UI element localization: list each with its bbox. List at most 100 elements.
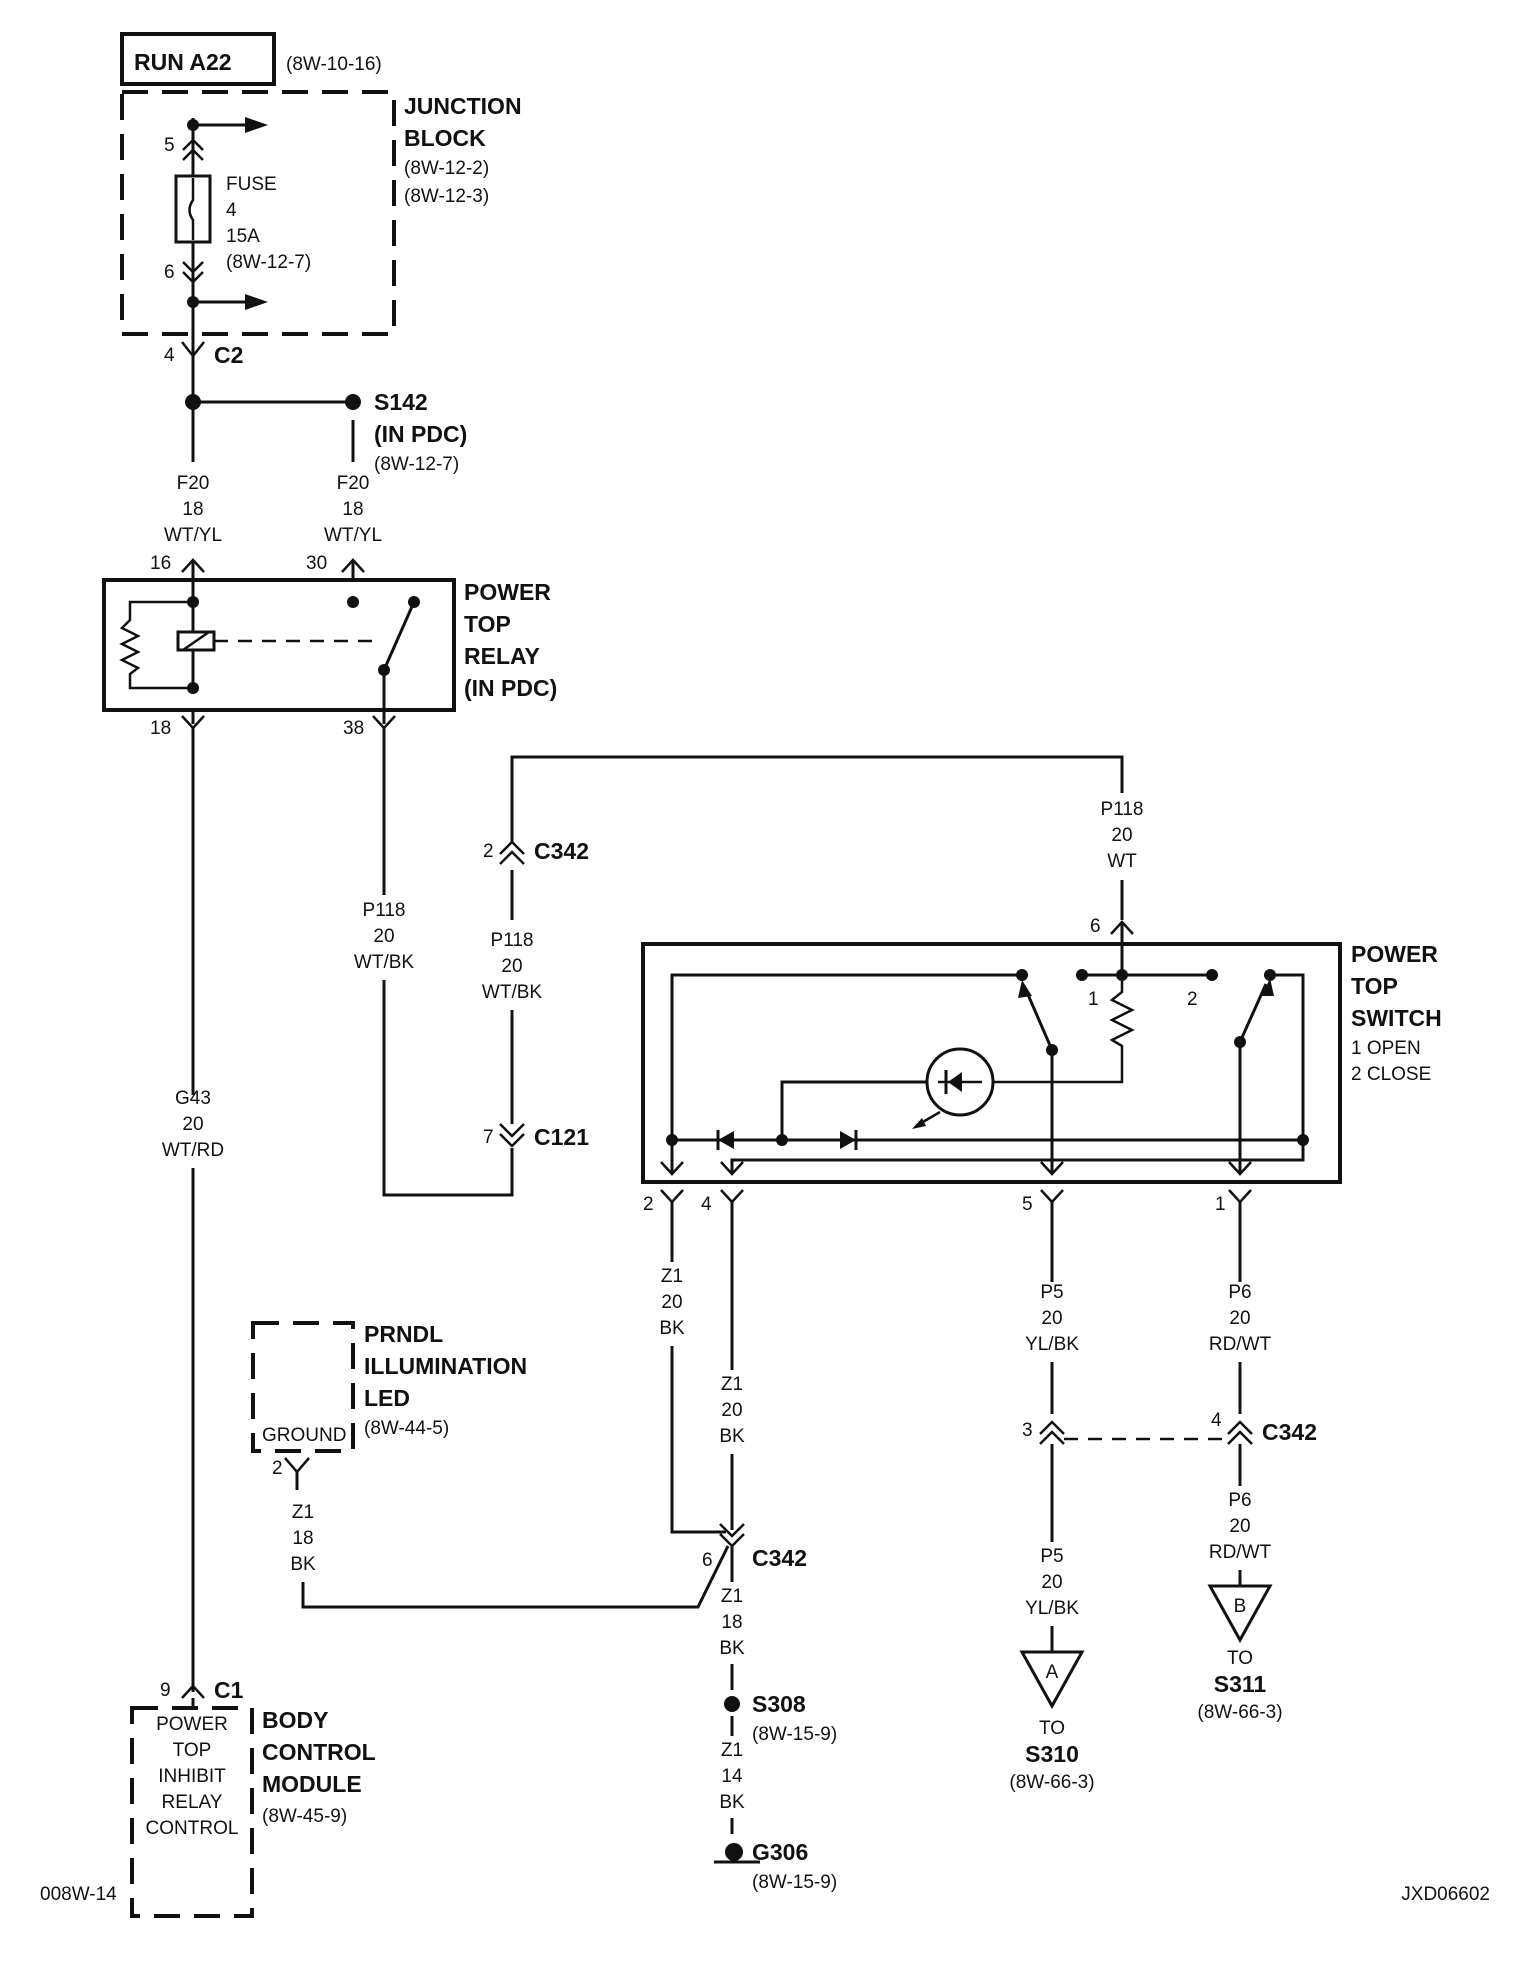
wire-p118-switch: P118 20 WT <box>1101 799 1143 920</box>
offpage-a-triangle-icon <box>1019 1650 1085 1710</box>
offpage-b-triangle-icon <box>1207 1584 1273 1644</box>
c342-upper-name: C342 <box>534 838 589 864</box>
offpage-b-to: TO <box>1227 1648 1253 1669</box>
c121-name: C121 <box>534 1124 589 1150</box>
c342-lower-name: C342 <box>752 1545 807 1571</box>
c342-right-name: C342 <box>1262 1419 1317 1445</box>
bcm-inner-1: POWER <box>156 1714 228 1735</box>
relay-pin-18: 18 <box>150 718 171 739</box>
c342-lower-pin: 6 <box>702 1550 713 1571</box>
switch-pos2: 2 CLOSE <box>1351 1064 1431 1085</box>
wire-p5-lower: P5 20 YL/BK <box>1025 1444 1079 1652</box>
relay-switch-arm-icon <box>382 601 416 671</box>
svg-text:WT/YL: WT/YL <box>324 525 382 546</box>
wire-f20-right-label: F20 18 WT/YL <box>324 473 382 546</box>
svg-text:YL/BK: YL/BK <box>1025 1598 1079 1619</box>
body-control-module: 9 C1 POWER TOP INHIBIT RELAY CONTROL BOD… <box>130 1677 376 1918</box>
svg-text:WT: WT <box>1107 851 1137 872</box>
footer-right-code: JXD06602 <box>1401 1884 1490 1905</box>
s142-location: (IN PDC) <box>374 421 467 447</box>
splice-s142: S142 (IN PDC) (8W-12-7) <box>185 389 467 475</box>
fuse-top-connector-icon <box>182 138 204 161</box>
svg-text:P6: P6 <box>1228 1490 1251 1511</box>
prndl-line2: ILLUMINATION <box>364 1353 527 1379</box>
g306-name: G306 <box>752 1839 808 1865</box>
connector-c342-lower: 6 C342 <box>702 1523 807 1582</box>
svg-text:WT/RD: WT/RD <box>162 1140 224 1161</box>
svg-text:20: 20 <box>721 1400 742 1421</box>
switch-line2: TOP <box>1351 973 1398 999</box>
svg-text:WT/BK: WT/BK <box>354 952 414 973</box>
bcm-line1: BODY <box>262 1707 328 1733</box>
svg-text:BK: BK <box>719 1638 745 1659</box>
s308-name: S308 <box>752 1691 806 1717</box>
power-top-relay: 16 30 POWER TOP RELAY (IN PDC) 18 38 <box>102 553 557 739</box>
svg-text:20: 20 <box>1229 1516 1250 1537</box>
c2-pin: 4 <box>164 345 175 366</box>
svg-text:WT/YL: WT/YL <box>164 525 222 546</box>
s142-ref: (8W-12-7) <box>374 454 459 475</box>
fuse-pin-bottom: 6 <box>164 262 175 283</box>
run-a22-ref: (8W-10-16) <box>286 54 382 75</box>
svg-text:20: 20 <box>1229 1308 1250 1329</box>
svg-text:20: 20 <box>1041 1572 1062 1593</box>
offpage-a-ref: (8W-66-3) <box>1009 1772 1094 1793</box>
svg-text:WT/BK: WT/BK <box>482 982 542 1003</box>
junction-block-line2: BLOCK <box>404 125 486 151</box>
wire-p118-relay: P118 20 WT/BK <box>354 728 514 1197</box>
g306-ref: (8W-15-9) <box>752 1872 837 1893</box>
svg-text:18: 18 <box>342 499 363 520</box>
fuse-label: FUSE <box>226 174 277 195</box>
svg-text:Z1: Z1 <box>721 1586 743 1607</box>
switch-contact-1: 1 <box>1088 989 1099 1010</box>
svg-text:P118: P118 <box>363 900 406 921</box>
svg-text:20: 20 <box>373 926 394 947</box>
junction-block-line1: JUNCTION <box>404 93 522 119</box>
svg-text:BK: BK <box>719 1792 745 1813</box>
fuse-element-icon <box>188 178 195 240</box>
svg-text:20: 20 <box>1111 825 1132 846</box>
svg-text:P5: P5 <box>1040 1546 1063 1567</box>
c342-right-pin3: 3 <box>1022 1420 1033 1441</box>
svg-text:20: 20 <box>501 956 522 977</box>
bcm-line3: MODULE <box>262 1771 362 1797</box>
switch-diode-right-icon <box>840 1131 856 1149</box>
relay-line3: RELAY <box>464 643 540 669</box>
prndl-illumination-led: PRNDL ILLUMINATION LED (8W-44-5) GROUND … <box>251 1321 527 1490</box>
bcm-inner-4: RELAY <box>162 1792 223 1813</box>
connector-c2: 4 C2 <box>164 341 243 402</box>
relay-pin-16: 16 <box>150 553 171 574</box>
fuse-4: 5 FUSE 4 15A (8W-12-7) 6 <box>164 117 311 355</box>
svg-text:Z1: Z1 <box>721 1740 743 1761</box>
relay-line1: POWER <box>464 579 551 605</box>
prndl-line1: PRNDL <box>364 1321 443 1347</box>
relay-line2: TOP <box>464 611 511 637</box>
bcm-inner-5: CONTROL <box>146 1818 239 1839</box>
svg-text:20: 20 <box>661 1292 682 1313</box>
svg-text:RD/WT: RD/WT <box>1209 1542 1272 1563</box>
fuse-pin-top: 5 <box>164 135 175 156</box>
relay-line4: (IN PDC) <box>464 675 557 701</box>
offpage-b-s311: B TO S311 (8W-66-3) <box>1197 1584 1283 1723</box>
power-top-switch: 6 POWER TOP SWITCH 1 OPEN 2 CLOSE 1 2 <box>641 916 1442 1184</box>
c342-upper-pin: 2 <box>483 841 494 862</box>
bcm-pin: 9 <box>160 1680 171 1701</box>
c121-pin: 7 <box>483 1127 494 1148</box>
offpage-a-letter: A <box>1046 1662 1059 1683</box>
c342-right-pin4: 4 <box>1211 1410 1222 1431</box>
fuse-number: 4 <box>226 200 237 221</box>
svg-text:P118: P118 <box>491 930 534 951</box>
svg-text:RD/WT: RD/WT <box>1209 1334 1272 1355</box>
junction-block-ref1: (8W-12-2) <box>404 158 489 179</box>
svg-text:Z1: Z1 <box>661 1266 683 1287</box>
junction-block-ref2: (8W-12-3) <box>404 186 489 207</box>
offpage-b-letter: B <box>1234 1596 1247 1617</box>
run-a22-title: RUN A22 <box>134 49 232 75</box>
fuse-rating: 15A <box>226 226 260 247</box>
connector-c342-right: 3 4 C342 <box>1022 1410 1317 1445</box>
relay-resistor-icon <box>119 600 193 690</box>
junction-block: JUNCTION BLOCK (8W-12-2) (8W-12-3) <box>120 90 522 336</box>
s308-ref: (8W-15-9) <box>752 1724 837 1745</box>
switch-bottom-pins: 2 4 5 1 <box>643 1189 1252 1215</box>
